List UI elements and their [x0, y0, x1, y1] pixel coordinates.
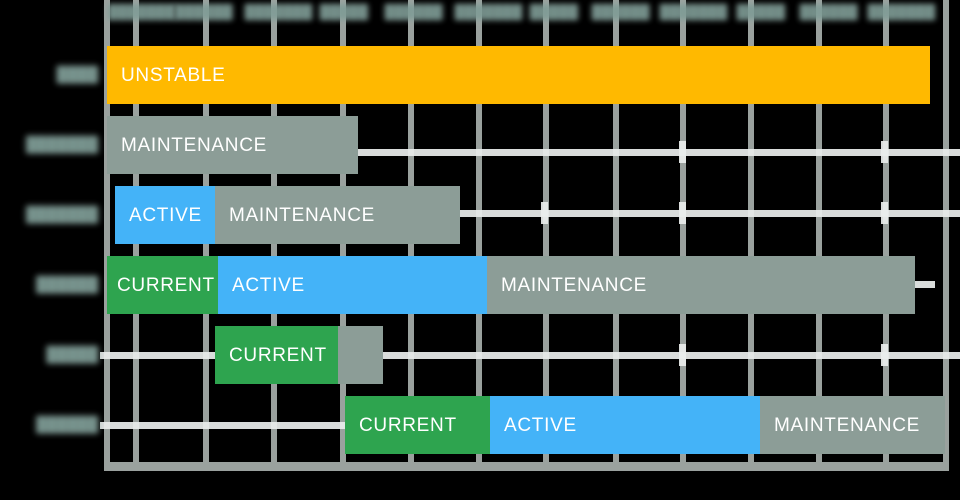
- range-whisker: [100, 422, 354, 429]
- gridline: [613, 0, 619, 470]
- bar-segment-blank[interactable]: [338, 326, 383, 384]
- axis-tick-label: ███████: [245, 4, 313, 19]
- axis-tick-label: ███████: [660, 4, 728, 19]
- range-whisker-cap: [679, 202, 686, 224]
- axis-tick-label: ██████: [385, 4, 443, 19]
- bar-segment-current[interactable]: CURRENT: [345, 396, 490, 454]
- row-label: ██████: [36, 276, 98, 292]
- gridline: [883, 0, 889, 470]
- range-whisker: [452, 210, 960, 217]
- bar-segment-label: ACTIVE: [504, 414, 577, 436]
- row-label: ███████: [26, 136, 98, 152]
- bar-segment-label: ACTIVE: [232, 274, 305, 296]
- gridline: [748, 0, 754, 470]
- bar-row: MAINTENANCE: [107, 116, 358, 174]
- range-whisker-cap: [679, 141, 686, 163]
- gridline: [680, 0, 686, 470]
- bar-row: ACTIVE MAINTENANCE: [115, 186, 460, 244]
- axis-tick-label: █████: [530, 4, 579, 19]
- bar-segment-label: CURRENT: [229, 344, 327, 366]
- range-whisker-cap: [881, 202, 888, 224]
- bar-row: CURRENT ACTIVE MAINTENANCE: [107, 256, 915, 314]
- range-whisker: [358, 149, 960, 156]
- bar-segment-maintenance[interactable]: MAINTENANCE: [107, 116, 358, 174]
- range-whisker: [100, 352, 228, 359]
- bar-segment-label: CURRENT: [117, 274, 215, 296]
- axis-tick-label: ██████: [592, 4, 650, 19]
- bar-segment-maintenance[interactable]: MAINTENANCE: [487, 256, 915, 314]
- range-whisker-cap: [881, 344, 888, 366]
- bar-segment-unstable[interactable]: UNSTABLE: [107, 46, 930, 104]
- bar-segment-current[interactable]: CURRENT: [107, 256, 218, 314]
- bar-segment-label: MAINTENANCE: [501, 274, 647, 296]
- axis-tick-label: ██████: [175, 4, 233, 19]
- bar-segment-label: MAINTENANCE: [121, 134, 267, 156]
- range-whisker: [903, 281, 935, 288]
- row-label: ████: [57, 66, 98, 82]
- axis-tick-label: ███████: [455, 4, 523, 19]
- x-axis: [104, 462, 949, 471]
- axis-tick-label: ██████: [800, 4, 858, 19]
- bar-segment-active[interactable]: ACTIVE: [115, 186, 215, 244]
- bar-segment-label: MAINTENANCE: [774, 414, 920, 436]
- axis-tick-label: ███████: [868, 4, 936, 19]
- row-label: ██████: [36, 416, 98, 432]
- bar-segment-active[interactable]: ACTIVE: [218, 256, 487, 314]
- range-whisker-cap: [679, 344, 686, 366]
- bar-segment-active[interactable]: ACTIVE: [490, 396, 760, 454]
- bar-segment-maintenance[interactable]: MAINTENANCE: [760, 396, 945, 454]
- axis-tick-label: █████: [737, 4, 786, 19]
- gridline: [104, 0, 110, 470]
- gridline: [816, 0, 822, 470]
- gridline: [543, 0, 549, 470]
- bar-segment-label: MAINTENANCE: [229, 204, 375, 226]
- axis-tick-label: █████: [320, 4, 369, 19]
- gridline: [476, 0, 482, 470]
- bar-row: CURRENT ACTIVE MAINTENANCE: [345, 396, 945, 454]
- range-whisker-cap: [881, 141, 888, 163]
- bar-segment-maintenance[interactable]: MAINTENANCE: [215, 186, 460, 244]
- range-whisker-cap: [541, 202, 548, 224]
- row-label: █████: [46, 346, 98, 362]
- range-whisker: [368, 352, 960, 359]
- bar-segment-label: UNSTABLE: [121, 64, 226, 86]
- row-label: ███████: [26, 206, 98, 222]
- axis-tick-label: ███████: [108, 4, 176, 19]
- bar-segment-label: ACTIVE: [129, 204, 202, 226]
- bar-row: CURRENT: [215, 326, 383, 384]
- bar-row: UNSTABLE: [107, 46, 930, 104]
- gridline: [943, 0, 949, 470]
- bar-segment-current[interactable]: CURRENT: [215, 326, 338, 384]
- bar-segment-label: CURRENT: [359, 414, 457, 436]
